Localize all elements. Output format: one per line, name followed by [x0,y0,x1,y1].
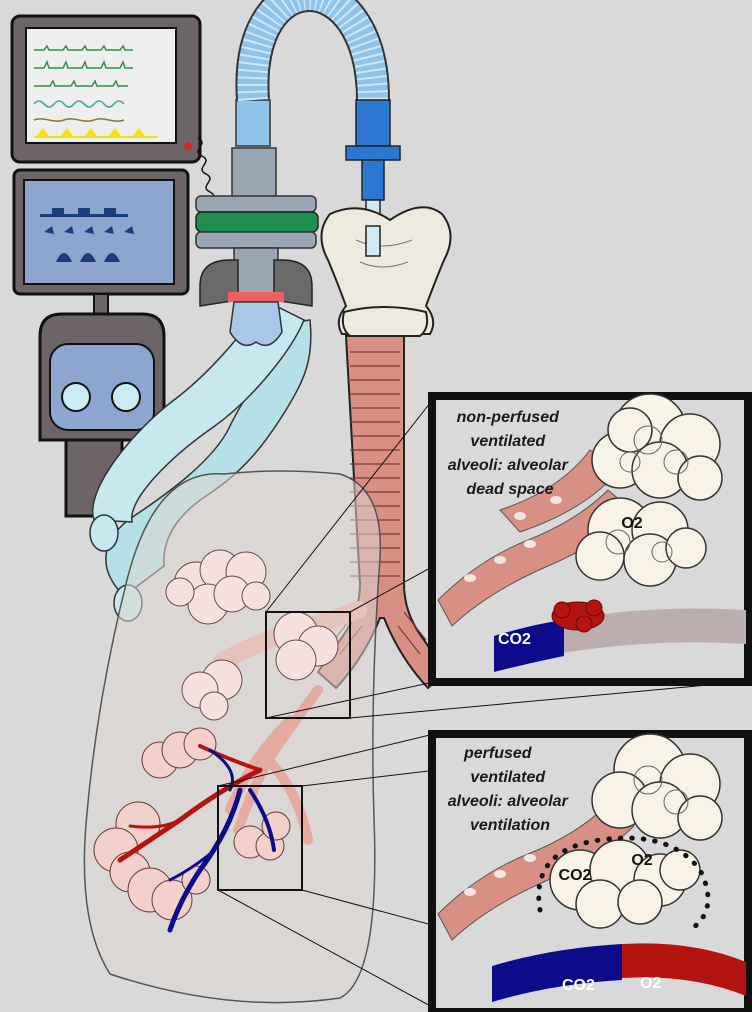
detail-panel-dead-space: O2 CO2 non-perfused ventilated alveoli: … [432,394,748,682]
detail-panel-ventilation: CO2 O2 CO2 O2 perfused ventilated alveol… [432,734,748,1012]
filter-band [196,212,318,232]
co2-label-vessel: CO2 [562,977,595,994]
co2-label-alveolus: CO2 [559,867,592,884]
red-connector [228,292,284,302]
y-piece [230,302,282,345]
o2-label-alveolus: O2 [631,852,652,869]
dial-left [62,383,90,411]
dial-right [112,383,140,411]
larynx [321,207,450,336]
o2-label-vessel: O2 [640,975,661,992]
power-led-icon [184,142,192,150]
co2-label-top: CO2 [498,631,531,648]
o2-label-top: O2 [621,515,642,532]
